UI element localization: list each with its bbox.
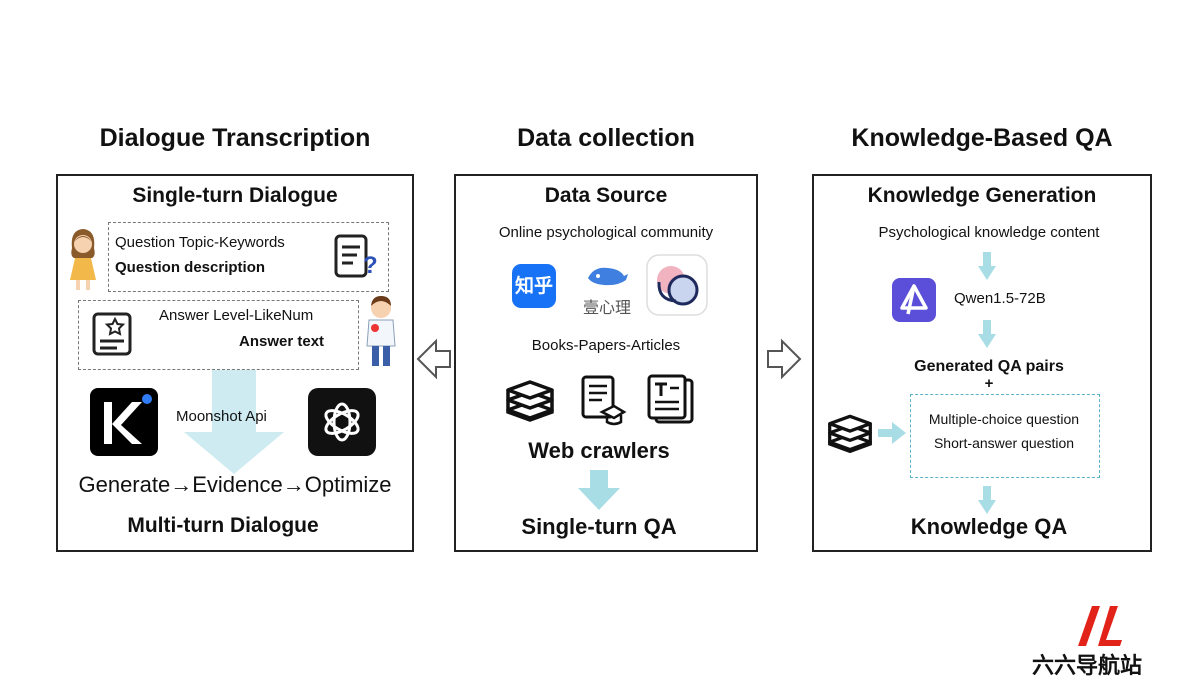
watermark-logo-icon — [1078, 606, 1122, 646]
knowledge-qa-panel: Knowledge Generation Psychological knowl… — [812, 174, 1152, 552]
right-arrow-icon — [878, 422, 906, 444]
left-hollow-arrow-icon — [416, 338, 451, 380]
generated-qa-pairs-label: Generated QA pairs — [914, 358, 1064, 375]
knowledge-content-label: Psychological knowledge content — [878, 224, 1100, 241]
multi-turn-dialogue-label: Multi-turn Dialogue — [127, 514, 319, 537]
single-turn-dialogue-title: Single-turn Dialogue — [132, 184, 338, 207]
plus-sign: + — [984, 375, 994, 392]
question-box: Question Topic-Keywords Question descrip… — [108, 222, 389, 292]
moonshot-api-label: Moonshot Api — [176, 408, 267, 425]
short-answer-question: Short-answer question — [933, 435, 1075, 451]
knowledge-qa-label: Knowledge QA — [910, 514, 1068, 539]
watermark-text: 六六导航站 — [1032, 654, 1143, 679]
down-arrow-icon — [978, 320, 996, 348]
doctor-avatar-icon — [366, 296, 396, 366]
answer-box: Answer Level-LikeNum Answer text — [78, 300, 359, 370]
yixinli-icon — [588, 267, 628, 286]
answer-level-likenum: Answer Level-LikeNum — [159, 307, 314, 324]
single-turn-qa-label: Single-turn QA — [521, 514, 677, 539]
dialogue-transcription-panel: Single-turn Dialogue Question Topic-Keyw… — [56, 174, 414, 552]
answer-doc-icon — [92, 312, 132, 356]
svg-text:?: ? — [363, 252, 378, 279]
paper-icon — [581, 375, 627, 426]
web-crawlers-label: Web crawlers — [528, 438, 670, 463]
girl-avatar-icon — [70, 229, 96, 290]
online-community-label: Online psychological community — [498, 224, 714, 241]
right-column-title: Knowledge-Based QA — [851, 124, 1113, 152]
question-description: Question description — [115, 259, 266, 276]
left-column-title: Dialogue Transcription — [99, 124, 371, 152]
down-arrow-icon — [978, 486, 996, 514]
down-arrow-icon — [578, 470, 620, 510]
qwen-model-label: Qwen1.5-72B — [954, 290, 1046, 307]
multiple-choice-question: Multiple-choice question — [928, 411, 1080, 427]
knowledge-generation-title: Knowledge Generation — [867, 184, 1097, 207]
question-types-box: Multiple-choice question Short-answer qu… — [910, 394, 1100, 478]
down-arrow-icon — [184, 370, 284, 474]
answer-text: Answer text — [239, 333, 325, 350]
question-doc-icon: ? — [334, 234, 378, 279]
community-app-icon — [646, 254, 708, 316]
article-icon — [647, 374, 694, 424]
book-stack-icon — [828, 414, 872, 454]
flow-text: Generate→Evidence→Optimize — [78, 472, 392, 497]
openai-icon — [308, 388, 376, 456]
data-collection-panel: Data Source Online psychological communi… — [454, 174, 758, 552]
moonshot-kimi-icon — [90, 388, 158, 456]
zhihu-icon: 知乎 — [512, 264, 556, 308]
books-papers-articles-label: Books-Papers-Articles — [531, 337, 681, 354]
down-arrow-icon — [978, 252, 996, 280]
right-hollow-arrow-icon — [767, 338, 802, 380]
data-source-title: Data Source — [544, 184, 668, 207]
qwen-icon — [892, 278, 936, 322]
question-topic-keywords: Question Topic-Keywords — [115, 234, 285, 251]
middle-column-title: Data collection — [517, 124, 695, 152]
yixinli-text: 壹心理 — [582, 298, 631, 317]
book-stack-icon — [506, 380, 554, 422]
